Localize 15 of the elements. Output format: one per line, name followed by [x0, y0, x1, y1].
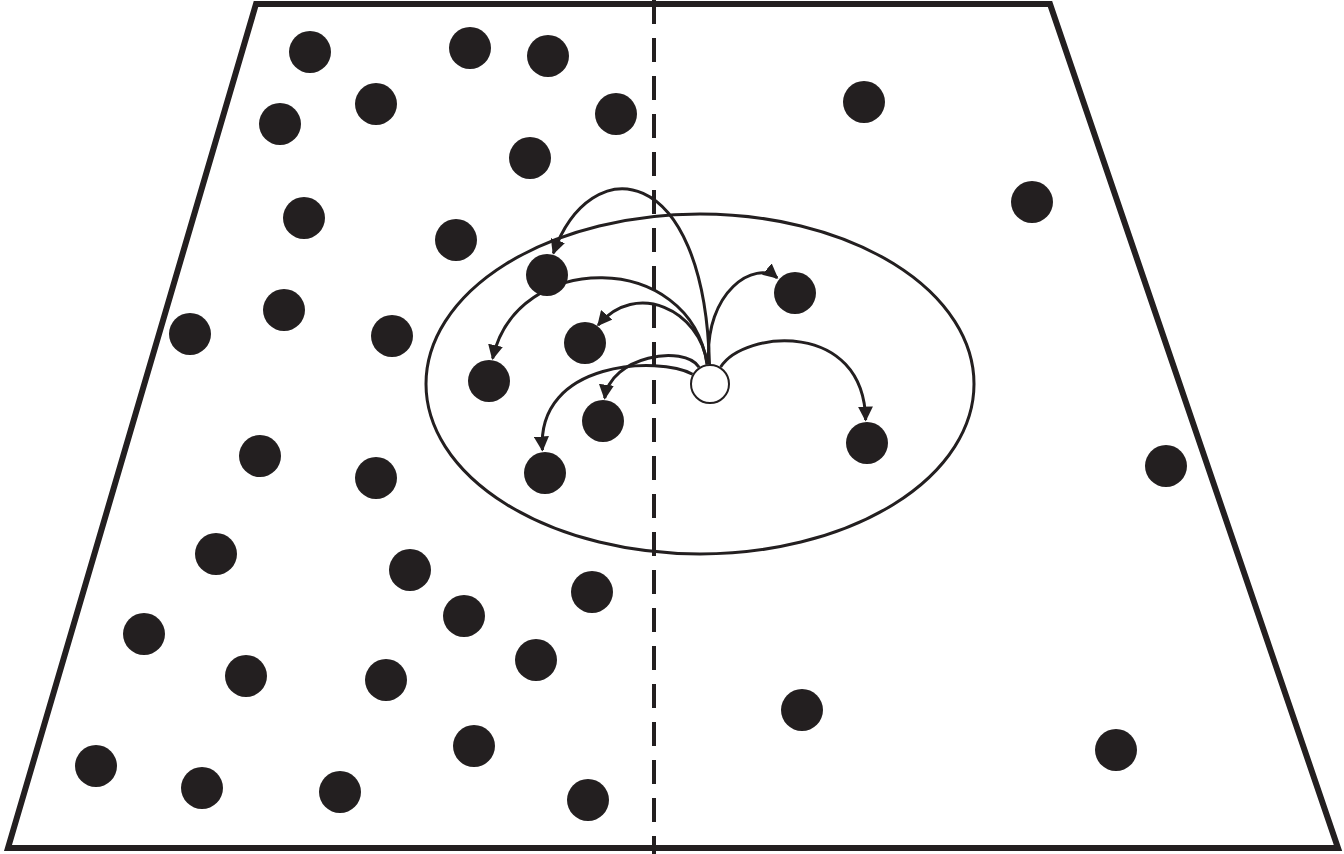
curved-arrow	[707, 264, 779, 365]
curved-arrow	[719, 339, 872, 422]
filled-dot	[581, 399, 623, 441]
curved-arrow	[552, 187, 711, 365]
filled-dot	[773, 271, 815, 313]
curved-arrow	[490, 276, 709, 365]
filled-dot	[467, 359, 509, 401]
source-circle	[690, 364, 730, 404]
filled-dot	[525, 253, 567, 295]
filled-dot	[845, 421, 887, 463]
curved-arrow	[601, 354, 701, 400]
curved-arrow	[535, 364, 694, 452]
filled-dot	[523, 451, 565, 493]
curved-arrow	[597, 301, 709, 365]
filled-dot	[563, 321, 605, 363]
